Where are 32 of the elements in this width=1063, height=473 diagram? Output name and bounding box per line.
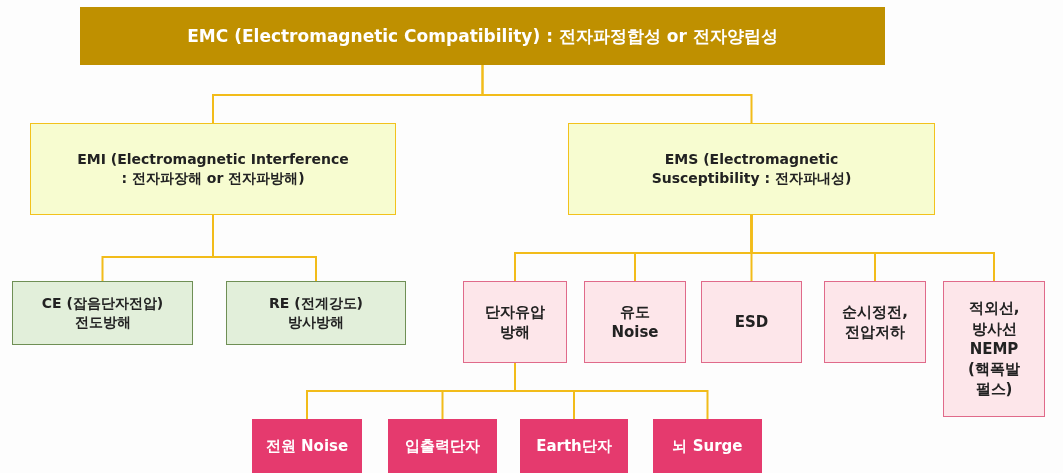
category-box	[568, 123, 935, 215]
box-label: 순시정전, 전압저하	[841, 301, 909, 343]
category-box	[824, 281, 926, 363]
box-label: Earth단자	[536, 435, 612, 457]
box-label: 뇌 Surge	[672, 435, 743, 457]
category-box	[30, 123, 396, 215]
connector-line	[212, 214, 317, 282]
box-label: 단자유압 방해	[484, 301, 546, 343]
category-box	[80, 7, 885, 65]
category-box	[252, 419, 362, 473]
connector-line	[750, 214, 995, 282]
category-box	[520, 419, 628, 473]
box-label: ESD	[734, 311, 769, 333]
connector-line	[481, 64, 753, 124]
category-box	[943, 281, 1045, 417]
category-box	[653, 419, 762, 473]
box-label: EMS (Electromagnetic Susceptibility : 전자파내성)	[650, 150, 853, 188]
box-label: 입출력단자	[405, 435, 480, 457]
box-label: 유도 Noise	[610, 301, 660, 343]
category-box	[701, 281, 802, 363]
box-label: RE (전계강도) 방사방해	[268, 294, 364, 332]
category-box	[12, 281, 193, 345]
box-label: 전원 Noise	[265, 435, 349, 457]
category-box	[226, 281, 406, 345]
category-box	[463, 281, 567, 363]
box-label: EMI (Electromagnetic Interference : 전자파장해 or 전자파방해)	[76, 150, 350, 188]
box-label: EMC (Electromagnetic Compatibility) : 전자파정합성 or 전자양립성	[187, 24, 778, 48]
category-box	[584, 281, 686, 363]
box-label: CE (잡음단자전압) 전도방해	[40, 294, 165, 332]
connector-line	[514, 362, 709, 420]
box-label: 적외선, 방사선 NEMP (핵폭발 펄스)	[967, 298, 1021, 400]
category-box	[388, 419, 497, 473]
